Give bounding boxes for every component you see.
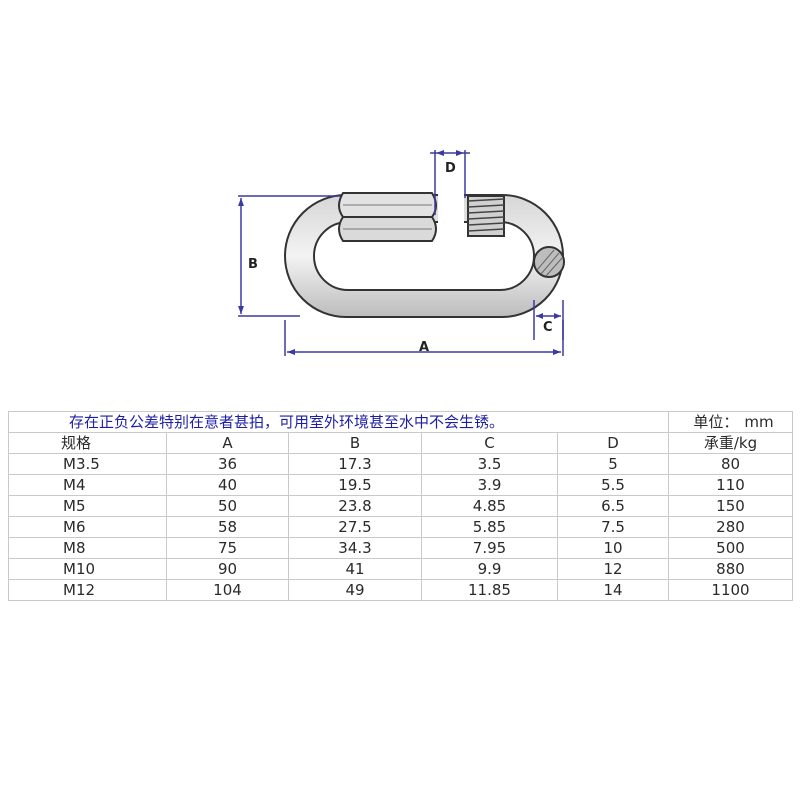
table-row: M4 40 19.5 3.9 5.5 110 <box>8 474 793 496</box>
table-cell: 41 <box>288 558 422 580</box>
table-cell: 27.5 <box>288 516 422 538</box>
table-cell: 4.85 <box>421 495 558 517</box>
wire-cross-section <box>533 246 565 278</box>
table-cell: M6 <box>8 516 167 538</box>
table-cell: 5 <box>557 453 669 475</box>
table-cell: 104 <box>166 579 289 601</box>
label-a: A <box>419 340 429 355</box>
thread <box>467 195 505 237</box>
table-cell: 12 <box>557 558 669 580</box>
table-row: M5 50 23.8 4.85 6.5 150 <box>8 495 793 517</box>
table-cell: 75 <box>166 537 289 559</box>
table-row: M3.5 36 17.3 3.5 5 80 <box>8 453 793 475</box>
table-cell: 36 <box>166 453 289 475</box>
header-a: A <box>166 432 289 454</box>
table-cell: 500 <box>668 537 793 559</box>
header-spec: 规格 <box>8 432 167 454</box>
table-cell: M8 <box>8 537 167 559</box>
header-row: 规格 A B C D 承重/kg <box>8 432 793 454</box>
table-row: M12 104 49 11.85 14 1100 <box>8 579 793 601</box>
table-cell: 23.8 <box>288 495 422 517</box>
table-cell: 34.3 <box>288 537 422 559</box>
table-cell: 280 <box>668 516 793 538</box>
note-row: 存在正负公差特别在意者甚拍，可用室外环境甚至水中不会生锈。 单位： mm <box>8 411 793 433</box>
table-cell: 110 <box>668 474 793 496</box>
table-cell: 40 <box>166 474 289 496</box>
table-cell: 10 <box>557 537 669 559</box>
table-cell: 1100 <box>668 579 793 601</box>
header-c: C <box>421 432 558 454</box>
table-cell: M5 <box>8 495 167 517</box>
tolerance-note: 存在正负公差特别在意者甚拍，可用室外环境甚至水中不会生锈。 <box>8 411 669 433</box>
unit-value: mm <box>744 413 774 431</box>
link-gap <box>438 193 464 225</box>
table-row: M10 90 41 9.9 12 880 <box>8 558 793 580</box>
table-cell: 19.5 <box>288 474 422 496</box>
table-cell: 90 <box>166 558 289 580</box>
unit-cell: 单位： mm <box>668 411 793 433</box>
table-cell: 150 <box>668 495 793 517</box>
header-b: B <box>288 432 422 454</box>
nut <box>338 192 437 242</box>
table-cell: 7.5 <box>557 516 669 538</box>
table-cell: M10 <box>8 558 167 580</box>
label-b: B <box>248 257 258 272</box>
table-cell: 6.5 <box>557 495 669 517</box>
table-cell: 14 <box>557 579 669 601</box>
dimension-arrows <box>238 150 561 355</box>
table-cell: 3.5 <box>421 453 558 475</box>
header-load: 承重/kg <box>668 432 793 454</box>
quick-link-diagram: B A D C <box>238 150 565 356</box>
table-cell: 80 <box>668 453 793 475</box>
table-cell: 50 <box>166 495 289 517</box>
spec-table: 存在正负公差特别在意者甚拍，可用室外环境甚至水中不会生锈。 单位： mm 规格 A… <box>8 411 793 601</box>
table-cell: 5.85 <box>421 516 558 538</box>
table-cell: 11.85 <box>421 579 558 601</box>
table-row: M6 58 27.5 5.85 7.5 280 <box>8 516 793 538</box>
table-cell: 49 <box>288 579 422 601</box>
label-c: C <box>543 320 553 335</box>
label-d: D <box>445 161 456 176</box>
table-cell: 880 <box>668 558 793 580</box>
table-cell: M12 <box>8 579 167 601</box>
table-cell: M4 <box>8 474 167 496</box>
unit-label: 单位： <box>693 413 739 431</box>
table-cell: 3.9 <box>421 474 558 496</box>
table-cell: 5.5 <box>557 474 669 496</box>
table-cell: 17.3 <box>288 453 422 475</box>
table-cell: 58 <box>166 516 289 538</box>
header-d: D <box>557 432 669 454</box>
dimension-lines <box>238 150 564 356</box>
table-cell: 9.9 <box>421 558 558 580</box>
table-row: M8 75 34.3 7.95 10 500 <box>8 537 793 559</box>
table-cell: M3.5 <box>8 453 167 475</box>
table-cell: 7.95 <box>421 537 558 559</box>
